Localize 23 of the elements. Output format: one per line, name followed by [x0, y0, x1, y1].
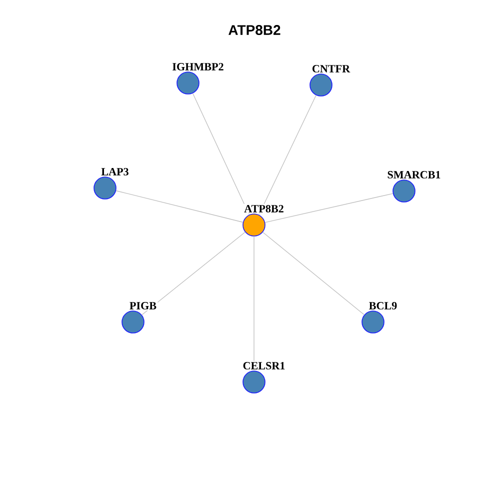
network-node: LAP3: [94, 168, 128, 200]
node-label: ATP8B2: [244, 204, 284, 212]
chart-title: ATP8B2: [228, 25, 280, 35]
node-label: IGHMBP2: [172, 63, 224, 70]
network-node: IGHMBP2: [172, 63, 224, 94]
connector-line: [264, 193, 394, 223]
network-node: ATP8B2: [242, 204, 284, 236]
network-node: BCL9: [362, 302, 397, 334]
connector-line: [142, 232, 246, 316]
network-node: SMARCB1: [388, 171, 440, 202]
node-label: CNTFR: [312, 65, 350, 72]
connector-line: [192, 93, 250, 215]
connector-line: [258, 94, 316, 216]
node-label: BCL9: [369, 302, 397, 310]
connector-line: [116, 190, 244, 223]
network-node: CELSR1: [242, 362, 285, 394]
node-label: CELSR1: [243, 362, 285, 370]
network-node: CNTFR: [310, 65, 350, 96]
node-label: PIGB: [130, 302, 156, 310]
connector-line: [262, 232, 364, 316]
network-node: PIGB: [122, 302, 156, 334]
node-label: LAP3: [101, 168, 128, 176]
node-label: SMARCB1: [388, 171, 440, 178]
